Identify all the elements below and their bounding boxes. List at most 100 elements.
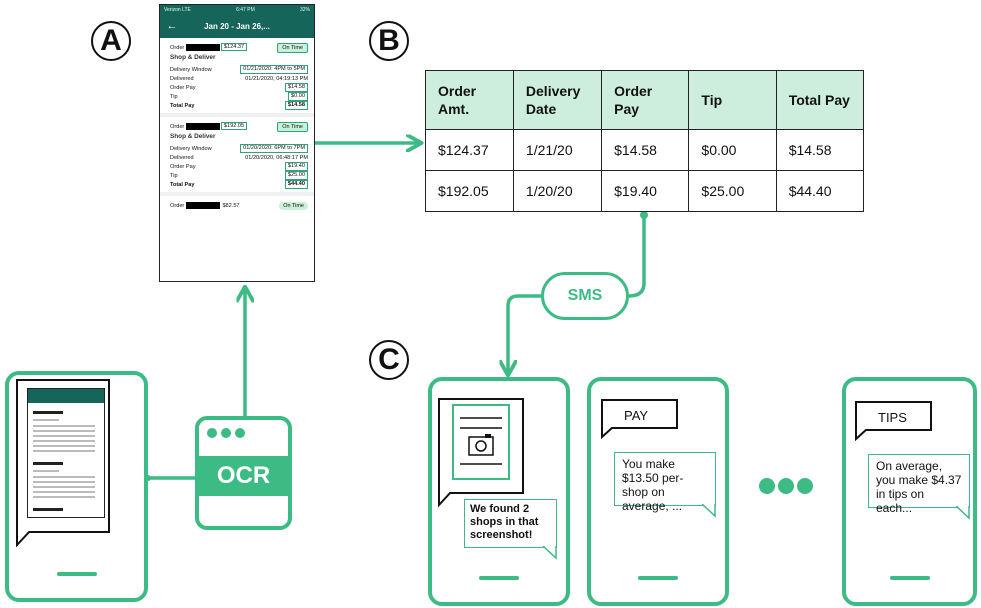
- table-cell: 1/21/20: [512, 129, 603, 171]
- reply-text: On average, you make $4.37 in tips on ea…: [876, 459, 962, 515]
- label-b: B: [369, 21, 409, 61]
- keyword-text: PAY: [624, 408, 649, 423]
- delivered-label: Delivered: [170, 154, 194, 161]
- label-a: A: [91, 21, 131, 61]
- order-kind: Shop & Deliver: [170, 133, 216, 140]
- tip-label: Tip: [170, 93, 178, 100]
- total-pay: $14.58: [284, 101, 308, 110]
- total-label: Total Pay: [170, 181, 195, 188]
- col-order-pay: Order Pay: [601, 70, 690, 130]
- mini-screenshot: [27, 388, 105, 518]
- dots-icon: [207, 428, 245, 438]
- bubble-tail-icon: [855, 429, 868, 441]
- tip-label: Tip: [170, 172, 178, 179]
- sms-pill: SMS: [541, 272, 629, 320]
- reply-bubble: We found 2 shops in that screenshot!: [464, 499, 557, 548]
- home-indicator: [479, 576, 519, 580]
- keyword-text: TIPS: [878, 410, 907, 425]
- order-amount: $192.05: [220, 122, 248, 131]
- total-label: Total Pay: [170, 102, 195, 109]
- table-cell: 1/20/20: [512, 170, 603, 212]
- window-label: Delivery Window: [170, 145, 212, 152]
- order-label: Order: [170, 44, 185, 51]
- pay-label: Order Pay: [170, 163, 196, 170]
- bubble-tail-icon: [702, 504, 716, 518]
- line-table-to-sms: [628, 215, 646, 298]
- bubble-tail-icon: [438, 492, 452, 508]
- order-pay: $19.40: [284, 162, 308, 171]
- delivered-value: 01/21/2020, 04:19:13 PM: [245, 75, 308, 82]
- bubble-tail-icon: [16, 531, 31, 547]
- delivered-value: 01/20/2020, 06:48:17 PM: [245, 154, 308, 161]
- nav-bar: ← Jan 20 - Jan 26,...: [160, 14, 314, 38]
- ocr-label: OCR: [216, 462, 271, 489]
- status-battery: 32%: [299, 6, 310, 13]
- app-screenshot: Verizon LTE 6:47 PM 32% ← Jan 20 - Jan 2…: [159, 4, 315, 282]
- total-pay: $44.40: [284, 180, 308, 189]
- ocr-banner: OCR: [199, 456, 288, 496]
- photo-document-icon: [452, 404, 510, 480]
- order-card[interactable]: Order $192.05 On Time Shop & Deliver Del…: [160, 117, 314, 196]
- col-delivery-date: Delivery Date: [512, 70, 603, 130]
- ocr-module: OCR: [195, 416, 292, 530]
- window-label: Delivery Window: [170, 66, 212, 73]
- status-badge: On Time: [277, 42, 308, 53]
- status-badge: On Time: [279, 201, 308, 210]
- mini-header: [28, 389, 104, 403]
- order-kind: Shop & Deliver: [170, 54, 216, 61]
- delivery-window: 01/20/2020: 6PM to 7PM: [240, 144, 308, 153]
- table-cell: $44.40: [775, 170, 865, 212]
- order-label: Order: [170, 123, 185, 130]
- bubble-tail-icon: [956, 506, 970, 520]
- bubble-tail-icon: [543, 546, 557, 560]
- redacted-bar: [185, 202, 220, 209]
- status-carrier: Verizon LTE: [164, 6, 191, 13]
- keyword-bubble: TIPS: [855, 401, 932, 431]
- table-cell: $25.00: [688, 170, 777, 212]
- redacted-bar: [185, 43, 220, 51]
- status-bar: Verizon LTE 6:47 PM 32%: [160, 5, 314, 14]
- home-indicator: [889, 576, 930, 580]
- back-arrow-icon[interactable]: ←: [166, 20, 178, 32]
- table-cell: $14.58: [601, 129, 690, 171]
- order-pay: $14.58: [284, 83, 308, 92]
- extracted-table: Order Amt. Delivery Date Order Pay Tip T…: [425, 70, 865, 212]
- tip-value: $25.00: [284, 171, 308, 180]
- table-row: $192.05 1/20/20 $19.40 $25.00 $44.40: [425, 170, 865, 212]
- reply-bubble: On average, you make $4.37 in tips on ea…: [868, 454, 970, 515]
- order-amount: $82.57: [222, 202, 240, 209]
- keyword-bubble: PAY: [601, 399, 678, 429]
- delivered-label: Delivered: [170, 75, 194, 82]
- table-cell: $192.05: [425, 170, 514, 212]
- delivery-window: 01/21/2020: 4PM to 5PM: [240, 65, 308, 74]
- table-row: $124.37 1/21/20 $14.58 $0.00 $14.58: [425, 129, 865, 171]
- status-badge: On Time: [277, 121, 308, 132]
- reply-bubble: You make $13.50 per-shop on average, ...: [614, 452, 716, 513]
- nav-title: Jan 20 - Jan 26,...: [204, 21, 270, 31]
- col-total-pay: Total Pay: [775, 70, 865, 130]
- table-cell: $19.40: [601, 170, 690, 212]
- col-order-amt: Order Amt.: [425, 70, 514, 130]
- reply-text: You make $13.50 per-shop on average, ...: [622, 457, 684, 513]
- tip-value: $0.00: [288, 92, 308, 101]
- sms-label: SMS: [567, 287, 603, 304]
- order-amount: $124.37: [220, 43, 248, 52]
- bubble-tail-icon: [601, 427, 614, 439]
- status-time: 6:47 PM: [236, 6, 255, 13]
- order-label: Order: [170, 202, 185, 209]
- reply-text: We found 2 shops in that screenshot!: [470, 503, 539, 541]
- label-c: C: [369, 340, 409, 380]
- order-card[interactable]: Order $82.57 On Time: [160, 196, 314, 214]
- table-cell: $124.37: [425, 129, 514, 171]
- table-cell: $14.58: [775, 129, 865, 171]
- home-indicator: [56, 572, 97, 576]
- arrow-sms-to-phone: [508, 294, 541, 372]
- table-cell: $0.00: [688, 129, 777, 171]
- col-tip: Tip: [688, 70, 777, 130]
- pay-label: Order Pay: [170, 84, 196, 91]
- order-card[interactable]: Order $124.37 On Time Shop & Deliver Del…: [160, 38, 314, 117]
- more-dots-icon: [759, 478, 813, 494]
- home-indicator: [638, 576, 678, 580]
- redacted-bar: [185, 122, 220, 130]
